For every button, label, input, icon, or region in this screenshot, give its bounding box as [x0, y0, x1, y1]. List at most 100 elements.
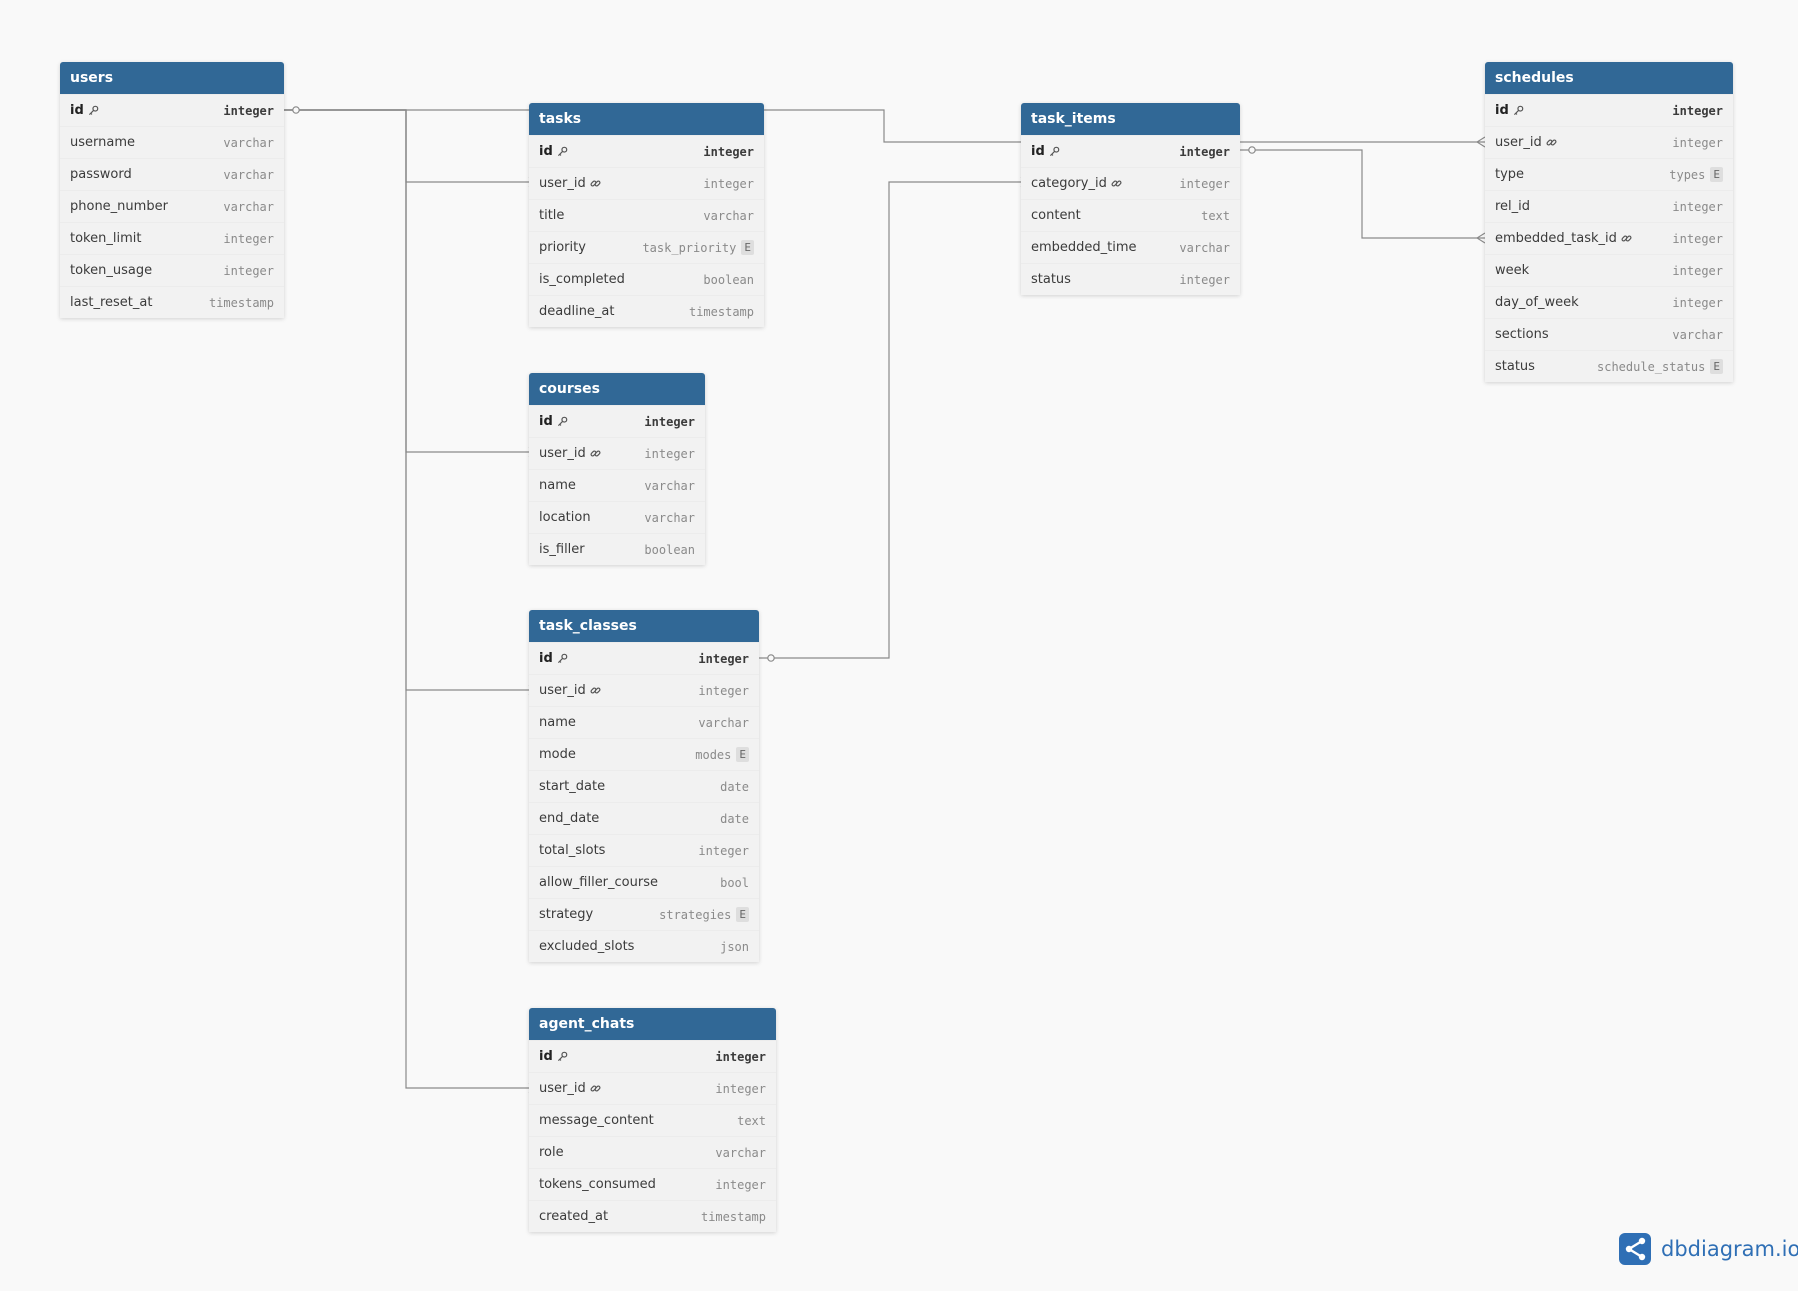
brand-name: dbdiagram.io [1661, 1237, 1798, 1261]
table-header[interactable]: courses [529, 373, 705, 405]
relationship-line [1240, 149, 1485, 239]
column-type: timestamp [209, 296, 274, 310]
column-type-text: text [1201, 208, 1230, 223]
column-name-text: created_at [539, 1209, 609, 1224]
dbdiagram-logo-icon [1619, 1233, 1651, 1265]
column-name-text: id [539, 414, 553, 429]
column-name: user_id [539, 176, 601, 191]
column-type-text: varchar [1179, 240, 1230, 255]
relationship-line [764, 109, 1485, 143]
one-circle-marker [1248, 146, 1256, 154]
enum-badge: E [736, 747, 749, 762]
column-name: user_id [1495, 135, 1557, 150]
column-name-text: role [539, 1145, 564, 1160]
brand-logo[interactable]: dbdiagram.io [1618, 1232, 1798, 1266]
column-type: integer [1672, 232, 1723, 246]
column-type-text: boolean [703, 272, 754, 287]
column-name: id [539, 414, 568, 429]
column-name-text: id [70, 103, 84, 118]
column-type-text: integer [223, 103, 274, 118]
column-name-text: embedded_time [1031, 240, 1137, 255]
column-name: id [539, 651, 568, 666]
table-header[interactable]: task_items [1021, 103, 1240, 135]
table-header[interactable]: task_classes [529, 610, 759, 642]
table-header[interactable]: agent_chats [529, 1008, 776, 1040]
column-name-text: mode [539, 747, 576, 762]
column-name: week [1495, 263, 1529, 278]
column-type: integer [644, 415, 695, 429]
column-type-text: integer [644, 446, 695, 461]
column-type-text: varchar [223, 199, 274, 214]
column-name: id [1495, 103, 1524, 118]
column-name-text: user_id [539, 446, 586, 461]
table-header[interactable]: schedules [1485, 62, 1733, 94]
table-header[interactable]: tasks [529, 103, 764, 135]
column-row[interactable]: id integer [60, 94, 284, 126]
column-row[interactable]: id integer [529, 405, 705, 437]
column-row[interactable]: embedded_task_id integer [1485, 222, 1733, 254]
column-row[interactable]: embedded_time varchar [1021, 231, 1240, 263]
column-type-text: bool [720, 875, 749, 890]
column-name-text: week [1495, 263, 1530, 278]
column-type: integer [223, 104, 274, 118]
column-type-text: timestamp [208, 295, 274, 310]
column-name-text: name [539, 478, 576, 493]
table-header[interactable]: users [60, 62, 284, 94]
column-name: embedded_task_id [1495, 231, 1632, 246]
column-row[interactable]: user_id integer [529, 437, 705, 469]
many-crowfoot-marker [1475, 232, 1486, 244]
column-name: priority [539, 240, 586, 255]
